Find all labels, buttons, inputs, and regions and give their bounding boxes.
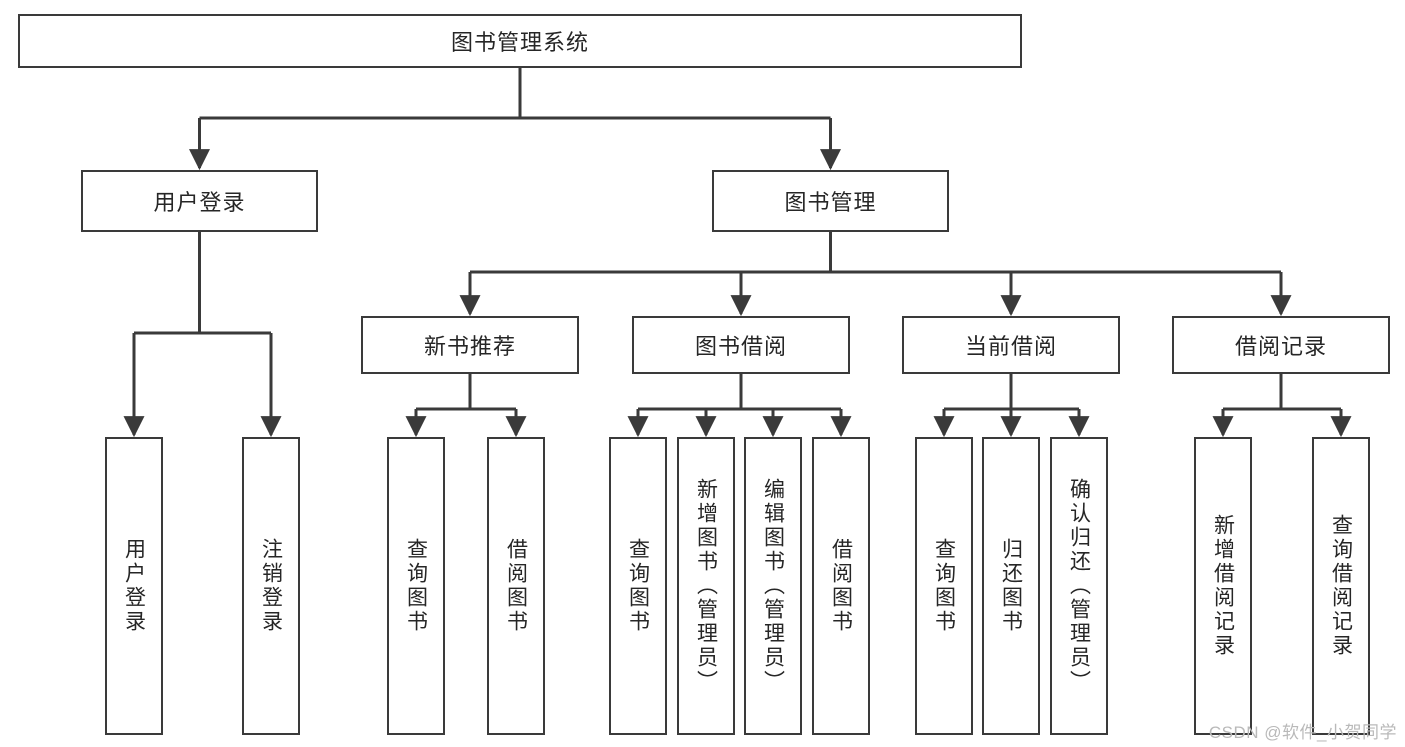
leaf-node-box[interactable]: 查询图书: [915, 437, 973, 735]
csdn-watermark: CSDN @软件_小贺同学: [1208, 723, 1397, 742]
level2-node-box[interactable]: 用户登录: [81, 170, 318, 232]
level2-node-label: 用户登录: [153, 190, 246, 215]
leaf-node-box[interactable]: 新增图书（管理员）: [677, 437, 735, 735]
level3-node-label: 新书推荐: [423, 334, 516, 359]
leaf-node-label: 借阅图书: [829, 538, 853, 634]
level3-node-label: 当前借阅: [964, 334, 1057, 359]
leaf-node-label: 查询图书: [404, 538, 428, 634]
leaf-node-label: 查询图书: [932, 538, 956, 634]
level3-node-box[interactable]: 图书借阅: [632, 316, 850, 374]
level3-node-box[interactable]: 新书推荐: [361, 316, 579, 374]
leaf-node-box[interactable]: 新增借阅记录: [1194, 437, 1252, 735]
leaf-node-box[interactable]: 查询借阅记录: [1312, 437, 1370, 735]
root-node-box[interactable]: 图书管理系统: [18, 14, 1022, 68]
leaf-node-box[interactable]: 借阅图书: [812, 437, 870, 735]
leaf-node-label: 确认归还（管理员）: [1067, 478, 1091, 694]
level2-node-box[interactable]: 图书管理: [712, 170, 949, 232]
leaf-node-box[interactable]: 查询图书: [609, 437, 667, 735]
root-node-label: 图书管理系统: [450, 30, 589, 55]
level3-node-label: 借阅记录: [1234, 334, 1327, 359]
leaf-node-label: 新增图书（管理员）: [694, 478, 718, 694]
level3-node-label: 图书借阅: [694, 334, 787, 359]
leaf-node-box[interactable]: 确认归还（管理员）: [1050, 437, 1108, 735]
leaf-node-label: 借阅图书: [504, 538, 528, 634]
leaf-node-label: 新增借阅记录: [1211, 514, 1235, 658]
leaf-node-box[interactable]: 注销登录: [242, 437, 300, 735]
leaf-node-label: 归还图书: [999, 538, 1023, 634]
leaf-node-label: 查询图书: [626, 538, 650, 634]
leaf-node-box[interactable]: 归还图书: [982, 437, 1040, 735]
level3-node-box[interactable]: 当前借阅: [902, 316, 1120, 374]
level3-node-box[interactable]: 借阅记录: [1172, 316, 1390, 374]
leaf-node-label: 查询借阅记录: [1329, 514, 1353, 658]
leaf-node-box[interactable]: 查询图书: [387, 437, 445, 735]
leaf-node-label: 用户登录: [122, 538, 146, 634]
level2-node-label: 图书管理: [784, 190, 877, 215]
leaf-node-box[interactable]: 编辑图书（管理员）: [744, 437, 802, 735]
leaf-node-box[interactable]: 借阅图书: [487, 437, 545, 735]
leaf-node-label: 注销登录: [259, 538, 283, 634]
leaf-node-box[interactable]: 用户登录: [105, 437, 163, 735]
leaf-node-label: 编辑图书（管理员）: [761, 478, 785, 694]
